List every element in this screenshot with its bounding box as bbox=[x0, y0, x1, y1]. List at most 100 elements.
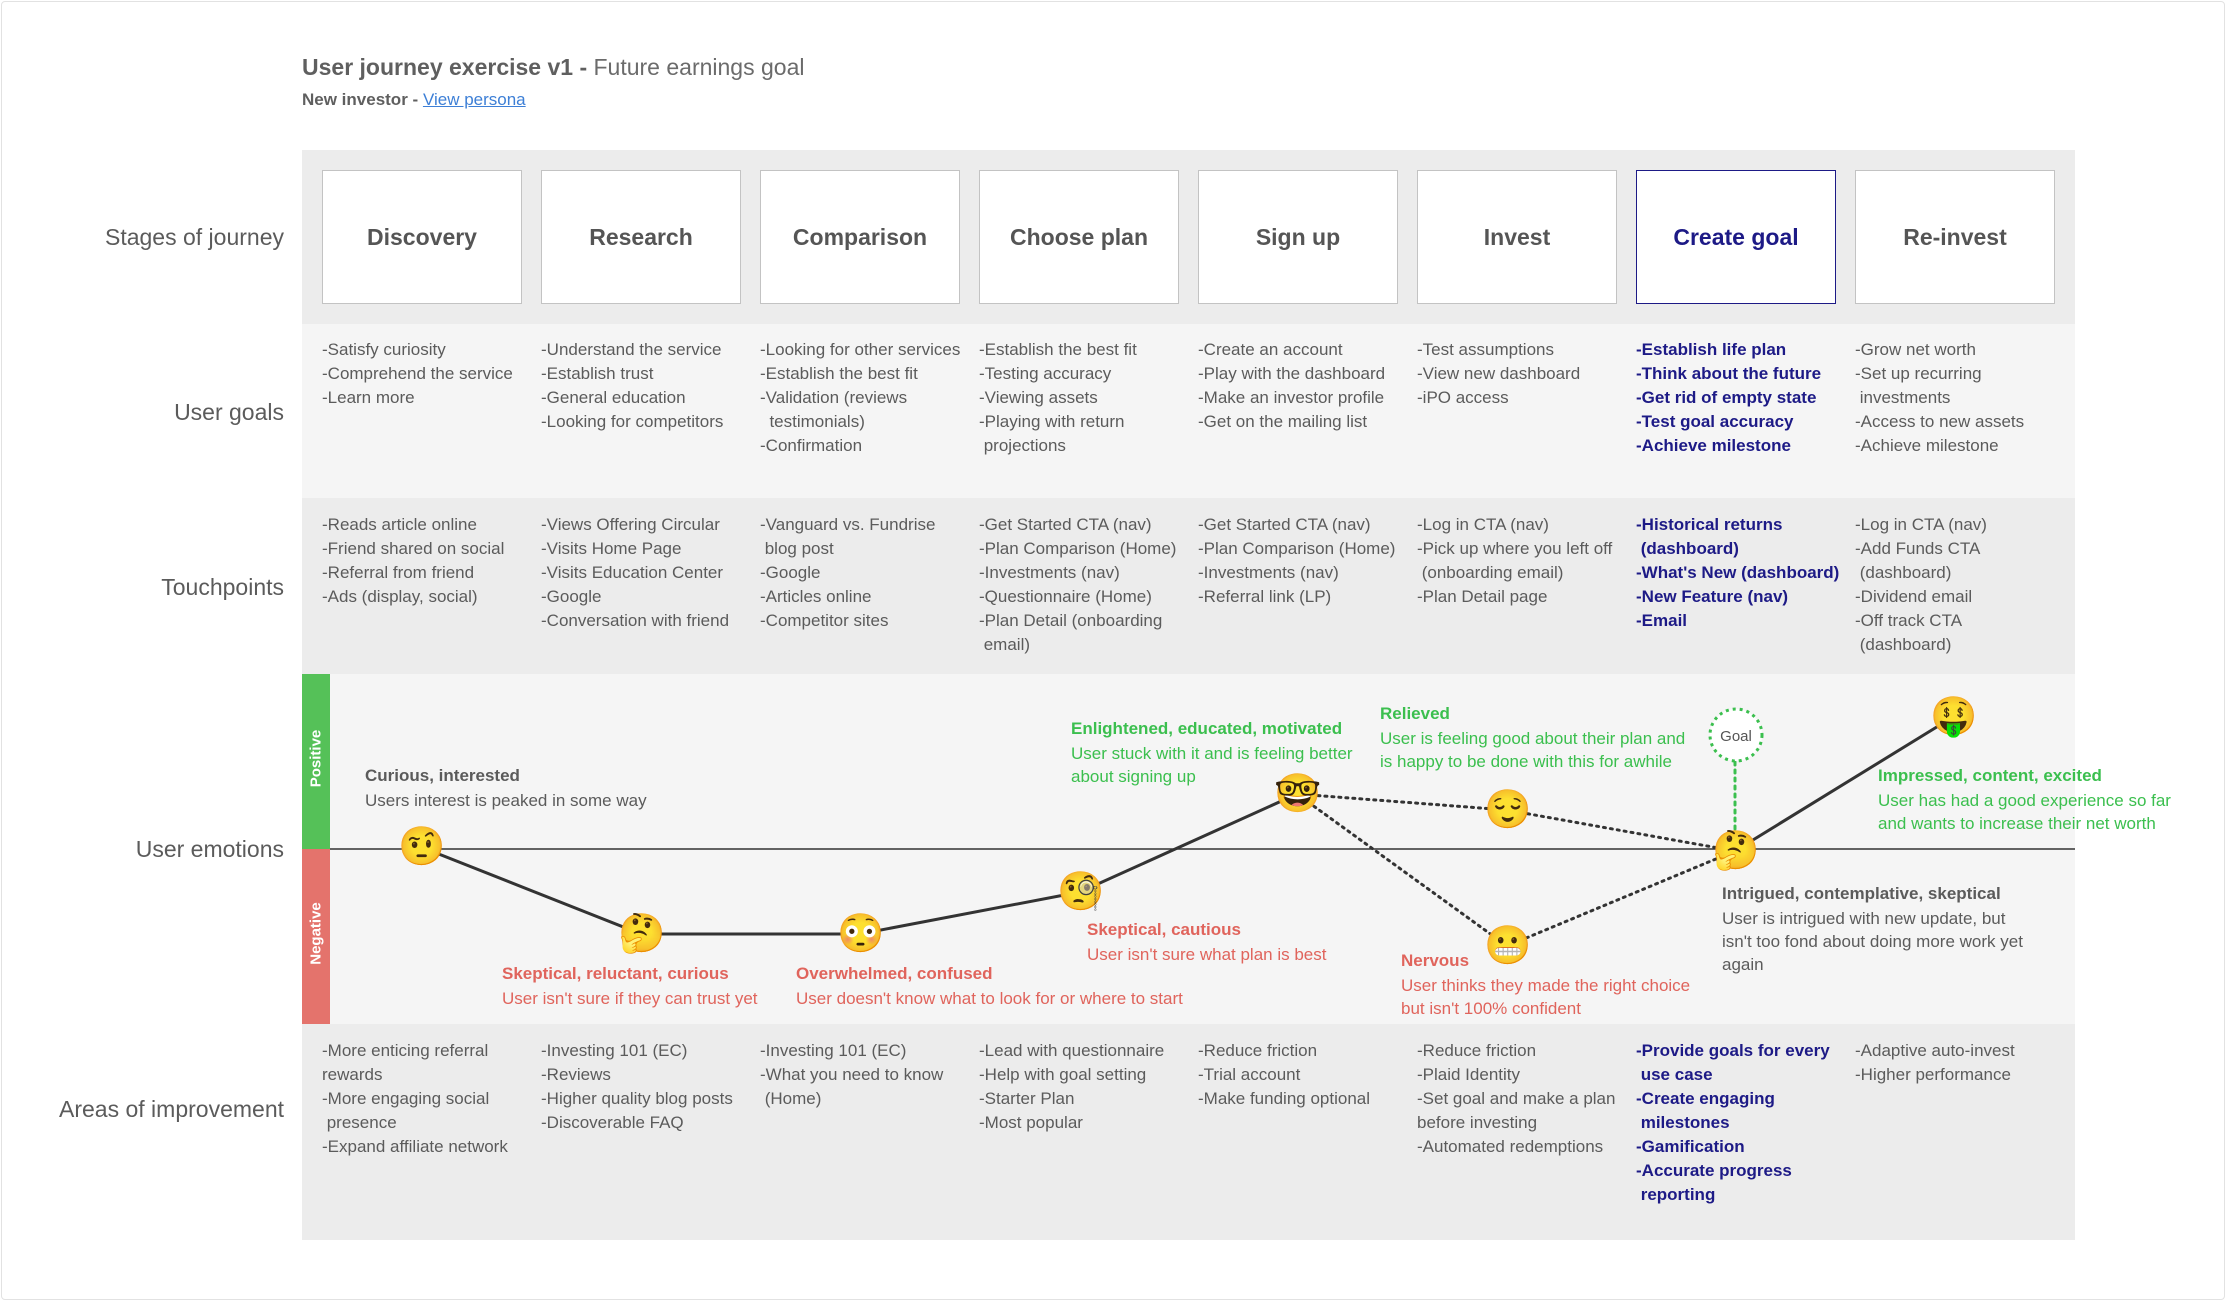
list-item: -Playing with return bbox=[979, 412, 1125, 431]
list-item: -Test assumptions bbox=[1417, 340, 1554, 359]
list-item: -Higher performance bbox=[1855, 1065, 2011, 1084]
list-item: testimonials) bbox=[760, 412, 865, 431]
improvements-cell: -Reduce friction-Plaid Identity-Set goal… bbox=[1417, 1039, 1632, 1159]
view-persona-link[interactable]: View persona bbox=[422, 90, 526, 109]
list-item: -Gamification bbox=[1636, 1137, 1745, 1156]
stage-card-create-goal[interactable]: Create goal bbox=[1636, 170, 1836, 304]
stage-card-discovery[interactable]: Discovery bbox=[322, 170, 522, 304]
journey-branch-line bbox=[1295, 792, 1509, 812]
stage-card-research[interactable]: Research bbox=[541, 170, 741, 304]
list-item: -Set up recurring bbox=[1855, 364, 1982, 383]
list-item: -Adaptive auto-invest bbox=[1855, 1041, 2015, 1060]
list-item: -Accurate progress bbox=[1636, 1161, 1792, 1180]
touchpoints-row bbox=[302, 498, 2075, 674]
list-item: -Investing 101 (EC) bbox=[760, 1041, 907, 1060]
list-item: -Create an account bbox=[1198, 340, 1343, 359]
goal-marker bbox=[1708, 707, 1764, 763]
list-item: -Comprehend the service bbox=[322, 364, 513, 383]
emotion-description: User doesn't know what to look for or wh… bbox=[796, 987, 1183, 1010]
negative-axis-bar: Negative bbox=[302, 849, 330, 1024]
improvements-cell: -Provide goals for every use case-Create… bbox=[1636, 1039, 1851, 1207]
emotion-description-line: User stuck with it and is feeling better bbox=[1071, 744, 1353, 763]
user-goals-cell: -Satisfy curiosity-Comprehend the servic… bbox=[322, 338, 537, 410]
row-label-improvements: Areas of improvement bbox=[59, 1096, 284, 1122]
emotion-title: Skeptical, cautious bbox=[1087, 920, 1241, 939]
emotion-emoji-re-invest: 🤑 bbox=[1930, 696, 1978, 738]
stage-card-re-invest[interactable]: Re-invest bbox=[1855, 170, 2055, 304]
list-item: -Competitor sites bbox=[760, 611, 889, 630]
list-item: -Google bbox=[541, 587, 602, 606]
list-item: -Make an investor profile bbox=[1198, 388, 1385, 407]
list-item: -Questionnaire (Home) bbox=[979, 587, 1152, 606]
list-item: -More enticing referral bbox=[322, 1041, 489, 1060]
emotion-title: Relieved bbox=[1380, 704, 1450, 723]
list-item: -iPO access bbox=[1417, 388, 1509, 407]
stage-card-sign-up[interactable]: Sign up bbox=[1198, 170, 1398, 304]
list-item: -General education bbox=[541, 388, 686, 407]
stage-card-comparison[interactable]: Comparison bbox=[760, 170, 960, 304]
list-item: -Viewing assets bbox=[979, 388, 1098, 407]
list-item: -Views Offering Circular bbox=[541, 515, 720, 534]
page-title: User journey exercise v1 - Future earnin… bbox=[302, 54, 805, 80]
stage-card-choose-plan[interactable]: Choose plan bbox=[979, 170, 1179, 304]
journey-line bbox=[1079, 792, 1298, 894]
emotion-description: User isn't sure what plan is best bbox=[1087, 943, 1326, 966]
list-item: -Log in CTA (nav) bbox=[1855, 515, 1987, 534]
list-item: investments bbox=[1855, 388, 1951, 407]
list-item: -Discoverable FAQ bbox=[541, 1113, 684, 1132]
list-item: -Establish the best fit bbox=[979, 340, 1137, 359]
emotion-title: Enlightened, educated, motivated bbox=[1071, 719, 1343, 738]
emotion-description: User stuck with it and is feeling better… bbox=[1071, 742, 1353, 788]
list-item: -Establish the best fit bbox=[760, 364, 918, 383]
list-item: -Add Funds CTA bbox=[1855, 539, 1981, 558]
list-item: -Achieve milestone bbox=[1855, 436, 1999, 455]
emotion-emoji-discovery: 🤨 bbox=[398, 826, 446, 868]
list-item: -Starter Plan bbox=[979, 1089, 1075, 1108]
journey-line bbox=[1734, 715, 1954, 853]
user-goals-cell: -Grow net worth-Set up recurring investm… bbox=[1855, 338, 2070, 458]
emotion-title: Impressed, content, excited bbox=[1878, 766, 2102, 785]
emotion-emoji-sign-up: 🤓 bbox=[1274, 773, 1322, 815]
goals-row bbox=[302, 324, 2075, 498]
list-item: -Expand affiliate network bbox=[322, 1137, 508, 1156]
row-label-touchpoints: Touchpoints bbox=[161, 574, 284, 600]
list-item: -Investing 101 (EC) bbox=[541, 1041, 688, 1060]
journey-line bbox=[420, 845, 642, 936]
emotion-description-line: and wants to increase their net worth bbox=[1878, 814, 2156, 833]
list-item: -Off track CTA bbox=[1855, 611, 1963, 630]
user-goals-cell: -Create an account-Play with the dashboa… bbox=[1198, 338, 1413, 434]
user-goals-cell: -Establish life plan -Think about the fut… bbox=[1636, 338, 1851, 458]
list-item: email) bbox=[979, 635, 1031, 654]
stage-card-invest[interactable]: Invest bbox=[1417, 170, 1617, 304]
emotion-emoji-invest-relieved: 😌 bbox=[1484, 789, 1532, 831]
list-item: -Get Started CTA (nav) bbox=[979, 515, 1152, 534]
list-item: -Friend shared on social bbox=[322, 539, 505, 558]
emotion-emoji-invest-nervous: 😬 bbox=[1484, 925, 1532, 967]
emotion-title: Skeptical, reluctant, curious bbox=[502, 964, 729, 983]
list-item: -Establish life plan bbox=[1636, 340, 1787, 359]
list-item: -Think about the future bbox=[1636, 364, 1822, 383]
list-item: -Higher quality blog posts bbox=[541, 1089, 733, 1108]
touchpoints-cell: -Vanguard vs. Fundrise blog post-Google-… bbox=[760, 513, 975, 633]
list-item: (dashboard) bbox=[1855, 635, 1952, 654]
list-item: -Plaid Identity bbox=[1417, 1065, 1520, 1084]
emotion-emoji-choose-plan: 🧐 bbox=[1057, 871, 1105, 913]
list-item: -Investments (nav) bbox=[1198, 563, 1339, 582]
list-item: -What you need to know bbox=[760, 1065, 944, 1084]
list-item: -Referral link (LP) bbox=[1198, 587, 1332, 606]
list-item: milestones bbox=[1636, 1113, 1730, 1132]
list-item: rewards bbox=[322, 1065, 383, 1084]
list-item: -Understand the service bbox=[541, 340, 722, 359]
emotion-title: Overwhelmed, confused bbox=[796, 964, 993, 983]
list-item: -Get Started CTA (nav) bbox=[1198, 515, 1371, 534]
list-item: -Provide goals for every bbox=[1636, 1041, 1830, 1060]
touchpoints-cell: -Get Started CTA (nav)-Plan Comparison (… bbox=[979, 513, 1194, 657]
list-item: -Email bbox=[1636, 611, 1688, 630]
list-item: -Plan Comparison (Home) bbox=[1198, 539, 1396, 558]
list-item: -Plan Detail (onboarding bbox=[979, 611, 1163, 630]
list-item: -Automated redemptions bbox=[1417, 1137, 1604, 1156]
list-item: -Referral from friend bbox=[322, 563, 475, 582]
